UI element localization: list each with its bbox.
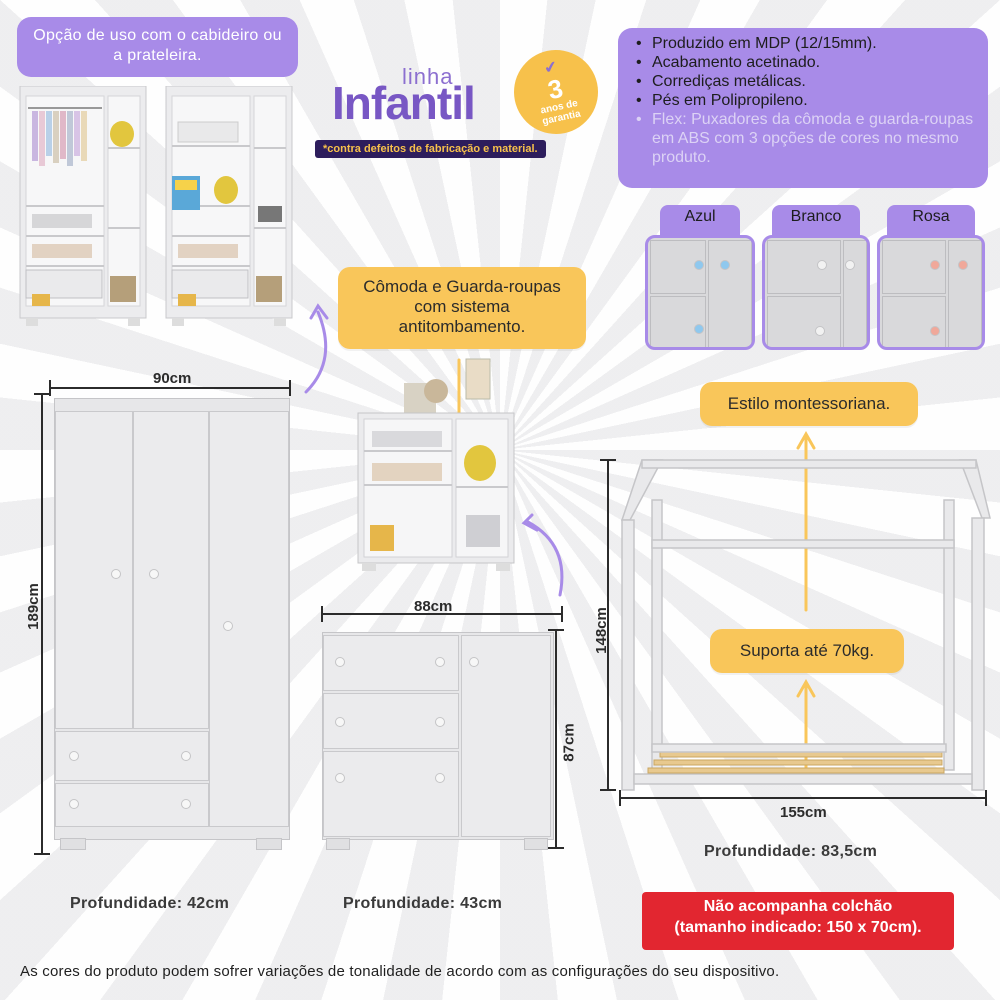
- dresser-dimension-group: 88cm 87cm: [310, 598, 600, 858]
- dresser-height-dimension: [548, 629, 564, 849]
- knob-icon: [335, 717, 345, 727]
- knob-icon: [69, 799, 79, 809]
- knob-icon: [435, 773, 445, 783]
- wardrobe-door-middle: [133, 411, 209, 729]
- feature-item: Pés em Polipropileno.: [636, 91, 978, 110]
- wardrobe-interior-shelf: [165, 86, 293, 326]
- wardrobe-foot: [60, 838, 86, 850]
- knob-icon: [930, 326, 940, 336]
- wardrobe-width-dimension: [49, 380, 291, 396]
- feature-item: Corrediças metálicas.: [636, 72, 978, 91]
- mattress-note: Não acompanha colchão (tamanho indicado:…: [642, 892, 954, 950]
- mattress-note-line2: (tamanho indicado: 150 x 70cm).: [674, 919, 922, 936]
- guarantee-note: *contra defeitos de fabricação e materia…: [315, 140, 546, 158]
- knob-icon: [720, 260, 730, 270]
- mattress-note-line1: Não acompanha colchão: [703, 898, 893, 915]
- knob-icon: [930, 260, 940, 270]
- dresser-width-label: 88cm: [414, 598, 453, 615]
- knob-icon: [149, 569, 159, 579]
- wardrobe-depth-label: Profundidade: 42cm: [70, 895, 230, 912]
- knob-icon: [815, 326, 825, 336]
- feature-item: Produzido em MDP (12/15mm).: [636, 34, 978, 53]
- features-list: Produzido em MDP (12/15mm). Acabamento a…: [618, 28, 988, 188]
- knob-icon: [111, 569, 121, 579]
- dresser-height-label: 87cm: [560, 723, 578, 762]
- logo-infantil: Infantil: [332, 77, 476, 129]
- color-swatch-panel: [762, 235, 870, 350]
- antitip-callout-text: Cômoda e Guarda-roupas com sistema antit…: [363, 277, 561, 336]
- wardrobe-interior-illustrations: [19, 86, 293, 326]
- disclaimer: As cores do produto podem sofrer variaçõ…: [20, 963, 780, 980]
- wardrobe-width-label: 90cm: [153, 370, 192, 387]
- wardrobe-door-left: [55, 411, 133, 729]
- dresser-drawer-3: [323, 751, 459, 837]
- usage-callout-text: Opção de uso com o cabideiro ou a pratel…: [33, 27, 282, 64]
- knob-icon: [335, 657, 345, 667]
- open-dresser-illustration: [357, 358, 515, 571]
- dresser-foot: [524, 838, 548, 850]
- knob-icon: [335, 773, 345, 783]
- knob-icon: [694, 324, 704, 334]
- dresser-foot: [326, 838, 350, 850]
- feature-item: Flex: Puxadores da cômoda e guarda-roupa…: [636, 110, 978, 167]
- wardrobe-door-right: [209, 411, 289, 827]
- weight-callout-text: Suporta até 70kg.: [739, 641, 875, 660]
- dresser-door: [461, 635, 551, 837]
- wardrobe-dimension-group: 90cm 189cm: [20, 370, 300, 860]
- wardrobe-body: [54, 398, 290, 840]
- color-label: Rosa: [887, 205, 975, 240]
- color-option-azul: Azul: [645, 205, 755, 350]
- color-label: Branco: [772, 205, 860, 240]
- logo-linha: linha: [402, 64, 454, 89]
- color-label: Azul: [660, 205, 740, 240]
- bed-depth-label: Profundidade: 83,5cm: [704, 843, 878, 860]
- usage-callout: Opção de uso com o cabideiro ou a pratel…: [17, 17, 298, 77]
- dresser-width-dimension: [321, 606, 563, 622]
- knob-icon: [181, 751, 191, 761]
- dresser-depth-label: Profundidade: 43cm: [343, 895, 503, 912]
- knob-icon: [958, 260, 968, 270]
- montessori-bed-illustration: [600, 459, 991, 806]
- color-option-rosa: Rosa: [877, 205, 985, 350]
- knob-icon: [223, 621, 233, 631]
- knob-icon: [817, 260, 827, 270]
- wardrobe-height-dimension: [34, 393, 50, 855]
- color-swatch-panel: [877, 235, 985, 350]
- knob-icon: [469, 657, 479, 667]
- knob-icon: [435, 717, 445, 727]
- color-swatch-panel: [645, 235, 755, 350]
- brand-logo: linha Infantil ✔ 3 anos de garantia *con…: [315, 42, 610, 170]
- bed-height-label: 148cm: [592, 607, 610, 654]
- wardrobe-interior-hanger: [19, 86, 147, 326]
- knob-icon: [181, 799, 191, 809]
- knob-icon: [845, 260, 855, 270]
- dresser-body: [322, 632, 554, 840]
- feature-item: Acabamento acetinado.: [636, 53, 978, 72]
- weight-callout: Suporta até 70kg.: [710, 629, 904, 673]
- knob-icon: [435, 657, 445, 667]
- knob-icon: [694, 260, 704, 270]
- knob-icon: [69, 751, 79, 761]
- wardrobe-height-label: 189cm: [24, 583, 42, 630]
- antitip-callout: Cômoda e Guarda-roupas com sistema antit…: [338, 267, 586, 349]
- wardrobe-foot: [256, 838, 282, 850]
- bed-width-label: 155cm: [780, 804, 827, 821]
- montessori-callout-text: Estilo montessoriana.: [727, 394, 891, 413]
- color-option-branco: Branco: [762, 205, 870, 350]
- montessori-callout: Estilo montessoriana.: [700, 382, 918, 426]
